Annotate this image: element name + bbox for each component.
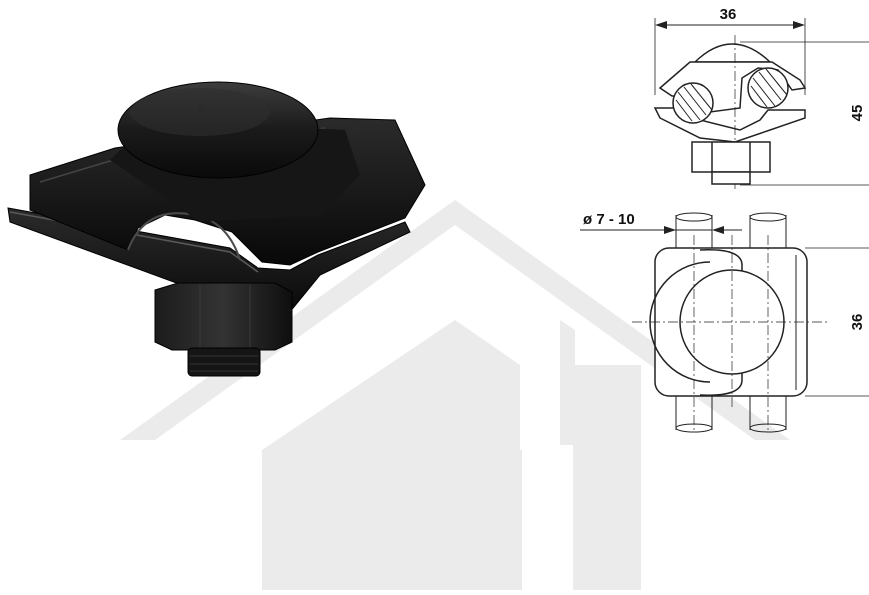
clamp-photo: 6.8 N <box>7 81 426 377</box>
top-view-drawing <box>580 212 869 433</box>
side-view-drawing <box>653 18 869 190</box>
width-dimension-label: 36 <box>720 6 737 23</box>
diameter-dimension-label: ø 7 - 10 <box>583 211 635 228</box>
bolt-marking-2: N <box>350 121 363 139</box>
house-watermark-icon <box>120 200 790 590</box>
length-dimension-label: 36 <box>849 314 866 331</box>
bolt-marking: 6.8 <box>183 102 208 122</box>
bolt-thread <box>187 347 261 377</box>
height-dimension-label: 45 <box>849 105 866 122</box>
hex-nut <box>154 282 293 351</box>
